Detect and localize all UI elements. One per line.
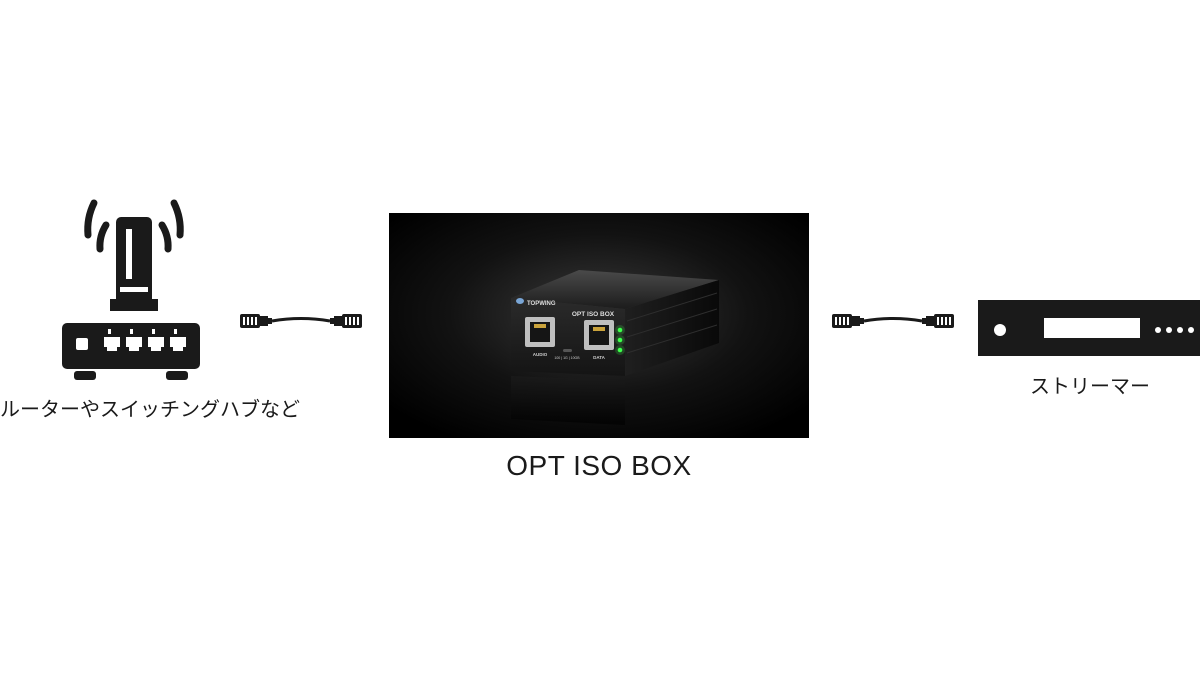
streamer-caption: ストリーマー <box>1030 374 1150 398</box>
product-caption: OPT ISO BOX <box>506 450 692 481</box>
speed-label: 100 | 1G | 10GB <box>554 356 580 360</box>
product-photo: TOPWING OPT ISO BOX AUDIO 100 | 1G | 10G… <box>389 213 809 438</box>
opt-iso-box-device-image: TOPWING OPT ISO BOX AUDIO 100 | 1G | 10G… <box>389 213 809 438</box>
lan-cable-right-icon <box>832 314 954 328</box>
device-brand: TOPWING <box>527 301 556 307</box>
streamer-icon <box>978 300 1200 356</box>
port-right-label: DATA <box>593 355 606 360</box>
device-label: OPT ISO BOX <box>572 311 615 318</box>
port-left-label: AUDIO <box>533 352 548 357</box>
router-caption: ルーターやスイッチングハブなど <box>0 397 300 421</box>
lan-cable-left-icon <box>240 314 362 328</box>
router-icon <box>62 199 200 380</box>
